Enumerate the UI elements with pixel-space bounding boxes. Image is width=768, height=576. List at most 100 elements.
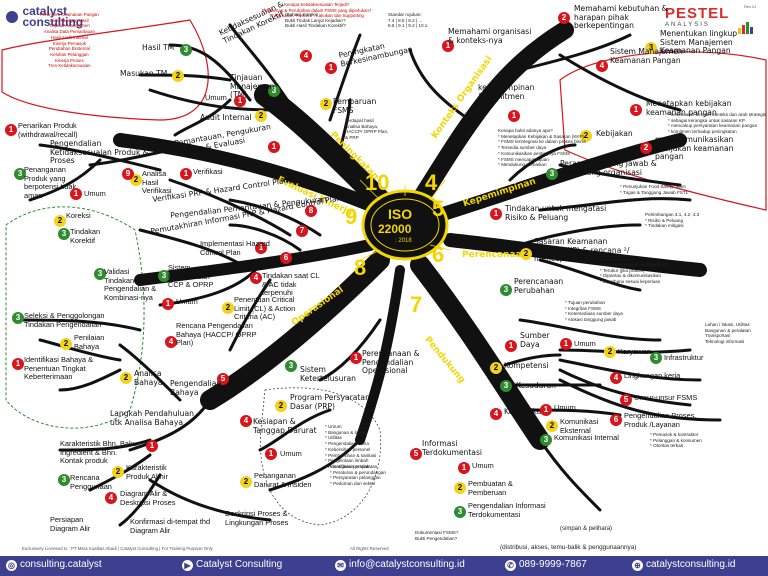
badge-7-1c: 3	[650, 352, 662, 364]
note-perubahan: * Tujuan perubahan * Integritas FSMS * K…	[565, 300, 623, 323]
k7-3-label: Kesadaran	[516, 381, 556, 390]
region-outline-top	[1, 19, 209, 121]
k8-5i-label: Analisa Bahaya	[134, 369, 163, 387]
disclaimer: Exclusively Licensed to : PT Mitra Kuali…	[22, 546, 213, 551]
k8-9e-label: Umum	[84, 189, 106, 198]
badge-8-6: 6	[280, 252, 292, 264]
brand-name-line1: catalyst	[22, 4, 68, 18]
badge-10-1: 1	[325, 62, 337, 74]
k8-7a-label: Verifikasi	[193, 167, 223, 176]
badge-7-2: 2	[490, 362, 502, 374]
k8-1-label: Perencanaan & Pengendalian Operasional	[362, 349, 420, 376]
clause-7-number: 7	[410, 292, 423, 317]
k4-3-label: Menentukan lingkup Sistem Manajemen Keam…	[660, 29, 738, 56]
k7-4c-label: Komunikasi Internal	[554, 433, 619, 442]
k8-5n-label: Rencana Pengendalian Bahaya (HACCP/ OPRP…	[176, 321, 257, 348]
globe-icon: ⊕	[632, 560, 643, 571]
badge-8-9b: 3	[14, 168, 26, 180]
badge-9-3a: 1	[234, 95, 246, 107]
note-risiko: Pertimbangan 4.1, 4.2, 4.3 * Risiko & Pe…	[645, 212, 700, 229]
clause-5-number: 5	[432, 196, 445, 221]
k9-3a-label: Umum	[205, 93, 227, 102]
clause-6-number: 6	[432, 242, 445, 267]
k5-1-label: kepemimpinan & komitmen	[478, 83, 535, 101]
email-label: info@catalystconsulting.id	[349, 559, 465, 570]
k7-4b-label: Komunikasi Eksternal	[560, 417, 599, 435]
region-outline-green	[5, 206, 145, 429]
note-bottom-2: (simpan & pelihara)	[560, 526, 613, 532]
badge-7-5c: 3	[454, 506, 466, 518]
note-fsms: Terdapat hasil Analisa Bahaya, HACCP/ OP…	[345, 118, 389, 141]
k8-9b-label: Penanganan Produk yang berpotensi tidak …	[24, 165, 77, 200]
k9-3-label: Tinjauan Manajemen (TM)	[230, 73, 275, 99]
badge-9-4: 4	[300, 50, 312, 62]
k8-2-label: Program Persyaratan Dasar (PRP)	[290, 393, 370, 411]
brand-name-line2: consulting	[22, 15, 84, 29]
badge-9-1: 1	[268, 141, 280, 153]
footer-web[interactable]: ⊕catalystconsulting.id	[632, 559, 736, 571]
k9-3b-label: Masukan TM	[120, 69, 168, 78]
k8-5p-label: Penentuan Critical Limit (CL) & Action C…	[234, 295, 296, 322]
badge-8-5j: 1	[12, 358, 24, 370]
k7-1e-label: Unsur-unsur FSMS	[634, 393, 698, 402]
center-subtitle: 22000	[378, 222, 412, 236]
clause-9-number: 9	[345, 204, 358, 229]
instagram-icon: ◎	[6, 560, 17, 571]
badge-8-7a: 1	[180, 168, 192, 180]
badge-7-1e: 5	[620, 394, 632, 406]
k8-5f-label: Persiapan Diagram Alir	[50, 515, 91, 533]
clause-10-number: 10	[365, 170, 390, 195]
k8-7b-label: Analisa Hasil Verifikasi	[142, 169, 172, 196]
note-sasaran: * Konsisten dengan Kebijakan KP * Teruku…	[600, 262, 669, 285]
k8-4-label: Kesiapan & Tanggap Darurat	[253, 417, 317, 435]
k5-3-label: Peran, Tanggung Jawab & wewenang organis…	[560, 159, 657, 177]
badge-7-5a: 1	[458, 462, 470, 474]
clause-6-label: Perencanaan	[462, 250, 529, 260]
badge-8-5: 5	[217, 373, 229, 385]
email-icon: ✉	[335, 560, 346, 571]
badge-5-1: 1	[508, 110, 520, 122]
badge-8-5p: 2	[222, 302, 234, 314]
footer-phone[interactable]: ✆089-9999-7867	[505, 559, 587, 571]
k7-1f-label: Pengendalian Proses, Produk /Layanan	[624, 411, 697, 429]
badge-8-9e: 1	[70, 188, 82, 200]
page-number: Rev.01	[744, 4, 757, 9]
k7-1d-label: Lingkungan kerja	[624, 371, 681, 380]
k8-3-label: Sistem Ketertelusuran	[300, 365, 356, 383]
k7-5a-label: Umum	[472, 461, 494, 470]
badge-8-4b: 2	[240, 476, 252, 488]
badge-8-5k: 2	[60, 338, 72, 350]
badge-6-3: 3	[500, 284, 512, 296]
k4-4-label: Sistem Manajemen Keamanan Pangan	[610, 47, 683, 65]
footer-youtube[interactable]: ▶Catalyst Consulting	[182, 559, 282, 571]
k5-2-label: Kebijakan	[596, 129, 633, 138]
badge-8-7: 7	[296, 225, 308, 237]
badge-8-8: 8	[305, 205, 317, 217]
badge-7-1a: 1	[560, 338, 572, 350]
k8-5j-label: Identifikasi Bahaya & Penentuan Tingkat …	[24, 355, 94, 382]
note-top-red: Kenapa Ketidaksesuaian Terjadi? Pemberia…	[262, 2, 372, 19]
k8-9d-label: Tindakan Korektif	[70, 227, 101, 245]
k8-5l-label: Seleksi & Penggolongan Tindakan Pengenda…	[24, 311, 105, 329]
mind-map-canvas	[1, 19, 767, 527]
k7-4-label: Komunikasi	[504, 407, 548, 416]
badge-8-4: 4	[240, 415, 252, 427]
badge-5-2b: 2	[640, 142, 652, 154]
badge-7-1: 1	[505, 340, 517, 352]
badge-10-2: 2	[320, 98, 332, 110]
k8-5r-label: Implementasi Hazard Control Plan	[200, 239, 270, 257]
badge-4-1: 1	[442, 40, 454, 52]
clause-8-number: 8	[354, 255, 367, 280]
badge-7-4c: 3	[540, 434, 552, 446]
badge-8-9c: 2	[54, 215, 66, 227]
footer-email[interactable]: ✉info@catalystconsulting.id	[335, 559, 465, 571]
note-doc: Dokumentasi FSMS? Bukti Pengendalian?	[415, 530, 459, 541]
k8-5m-label: Validasi Tindakan Pengendalian & Kombina…	[104, 267, 157, 302]
k5-2b-label: mengkomunikasikan kebijakan keamanan pan…	[655, 135, 734, 162]
badge-8-5r: 1	[255, 242, 267, 254]
badge-8-3: 3	[285, 360, 297, 372]
instagram-label: consulting.catalyst	[20, 559, 102, 570]
badge-9-2: 2	[255, 110, 267, 122]
footer-instagram[interactable]: ◎consulting.catalyst	[6, 559, 102, 571]
note-peran: * Penunjukan Food Safety Team * Tugas & …	[620, 184, 689, 195]
